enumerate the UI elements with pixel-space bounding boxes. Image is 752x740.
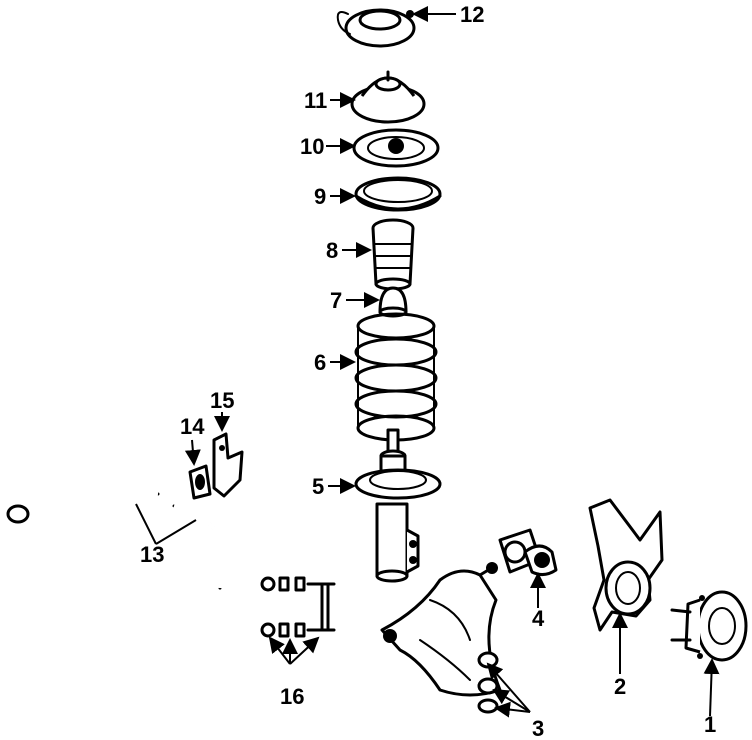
- callout-13: 13: [140, 542, 164, 567]
- callout-8: 8: [326, 238, 338, 263]
- part-5-strut: [354, 428, 442, 583]
- callout-16: 16: [280, 684, 304, 709]
- part-2-steering-knuckle: [588, 498, 664, 632]
- callout-15: 15: [210, 388, 234, 413]
- part-13-stabilizer-bar: [6, 490, 225, 590]
- part-4-bushing: [498, 528, 558, 577]
- part-1-hub-bearing: [670, 590, 748, 662]
- callout-leaders: [135, 6, 720, 718]
- callout-5: 5: [312, 474, 324, 499]
- callout-1: 1: [704, 712, 716, 737]
- callout-9: 9: [314, 184, 326, 209]
- part-9-spring-seat: [354, 176, 442, 212]
- part-10-bearing: [352, 128, 440, 168]
- part-6-coil-spring: [354, 312, 438, 442]
- callout-11: 11: [304, 88, 327, 113]
- part-11-upper-mount: [350, 70, 426, 124]
- part-16-link-kit: [260, 576, 336, 638]
- part-7-bump-stop: [378, 286, 408, 318]
- part-8-dust-boot: [371, 218, 415, 291]
- callout-4: 4: [532, 606, 545, 631]
- callout-12: 12: [460, 2, 484, 27]
- callout-6: 6: [314, 350, 326, 375]
- callout-10: 10: [300, 134, 324, 159]
- callout-14: 14: [180, 414, 205, 439]
- part-14-bar-bushing: [188, 464, 212, 500]
- part-3-lower-control-arm: [380, 562, 502, 714]
- part-12-mount-cover: [336, 8, 416, 48]
- callout-3: 3: [532, 716, 544, 740]
- callout-7: 7: [330, 288, 342, 313]
- callout-labels: 12 11 10 9 8 7 6 5 4 3 2 1 14 15 13 16: [140, 2, 716, 740]
- callout-2: 2: [614, 674, 626, 699]
- part-15-bar-bracket: [212, 432, 244, 498]
